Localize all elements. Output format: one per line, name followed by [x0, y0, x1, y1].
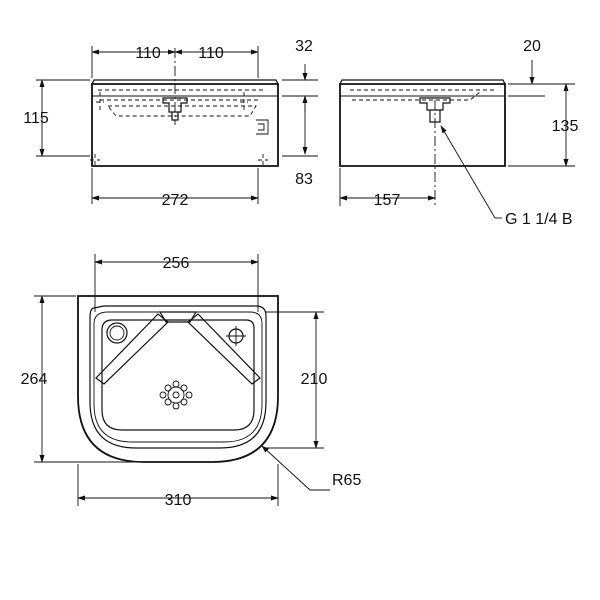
front-dim-width: 272 [162, 192, 189, 209]
front-dim-height: 115 [23, 110, 49, 127]
drain-grate [159, 380, 193, 410]
front-view: 110 110 32 83 115 272 [23, 38, 318, 209]
front-dim-top-thickness: 32 [295, 38, 313, 55]
plan-view-body [77, 295, 279, 463]
side-thread-label: G 1 1/4 B [505, 211, 573, 228]
plan-radius-label: R65 [332, 472, 361, 489]
plan-dim-inner-depth: 210 [301, 371, 328, 388]
plan-dim-inner-width: 256 [163, 255, 190, 272]
front-dim-left-half: 110 [135, 45, 161, 62]
side-dim-depth: 157 [374, 192, 401, 209]
side-dim-top-thickness: 20 [523, 38, 541, 55]
side-dim-height: 135 [552, 118, 579, 135]
side-view: 20 135 157 G 1 1/4 B [339, 38, 579, 228]
front-dim-fixing-height: 83 [295, 171, 313, 188]
plan-view: 256 264 210 R65 310 [21, 254, 361, 509]
plan-dim-width: 310 [165, 492, 192, 509]
plan-dim-depth: 264 [21, 371, 48, 388]
front-view-body [90, 79, 279, 167]
side-view-body [339, 79, 506, 167]
front-dim-right-half: 110 [198, 45, 224, 62]
